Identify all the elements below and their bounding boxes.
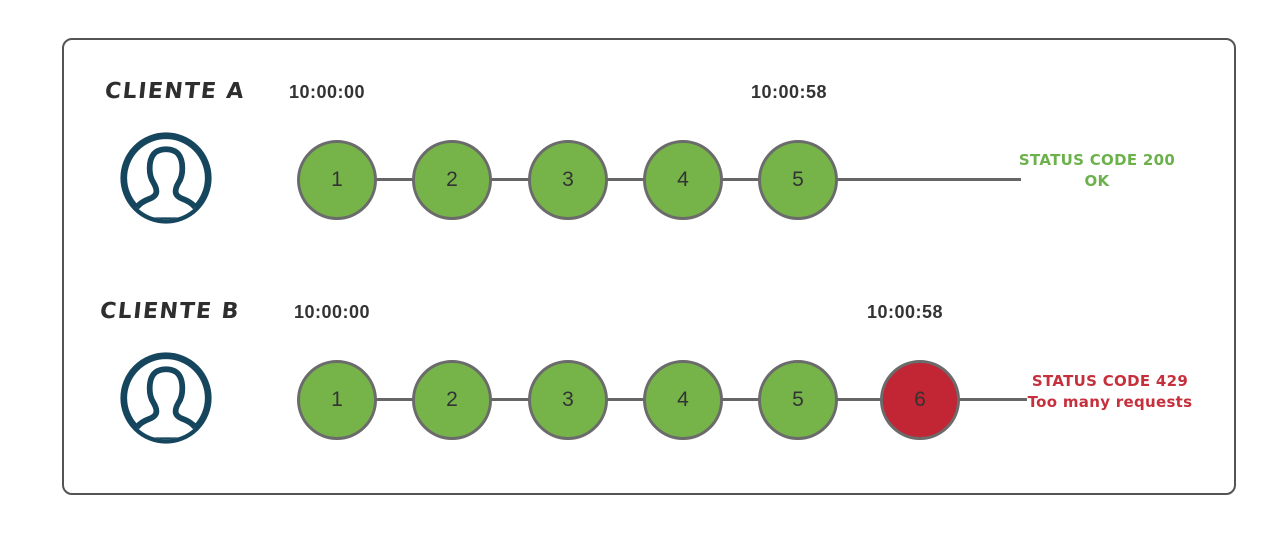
request-node: 5 [758, 140, 838, 220]
request-node: 5 [758, 360, 838, 440]
row-a-start-timestamp: 10:00:00 [289, 82, 366, 102]
row-b-status: STATUS CODE 429 Too many requests [1025, 371, 1195, 413]
request-node: 1 [297, 140, 377, 220]
request-node: 4 [643, 360, 723, 440]
request-node: 2 [412, 360, 492, 440]
client-a-label: CLIENTE A [103, 79, 247, 104]
row-a-end-timestamp: 10:00:58 [751, 82, 828, 102]
status-message-line: OK [1084, 172, 1110, 190]
request-node: 1 [297, 360, 377, 440]
row-a-status: STATUS CODE 200 OK [1017, 150, 1177, 192]
client-b-label: CLIENTE B [98, 299, 242, 324]
user-avatar-icon [120, 352, 212, 444]
request-node: 3 [528, 140, 608, 220]
request-node: 2 [412, 140, 492, 220]
row-b-start-timestamp: 10:00:00 [294, 302, 371, 322]
request-node-rejected: 6 [880, 360, 960, 440]
request-node: 3 [528, 360, 608, 440]
status-message-line: Too many requests [1027, 393, 1193, 411]
status-code-line: STATUS CODE 200 [1018, 151, 1176, 169]
user-avatar-icon [120, 132, 212, 224]
diagram-frame [62, 38, 1236, 495]
row-b-end-timestamp: 10:00:58 [867, 302, 944, 322]
status-code-line: STATUS CODE 429 [1031, 372, 1189, 390]
request-node: 4 [643, 140, 723, 220]
